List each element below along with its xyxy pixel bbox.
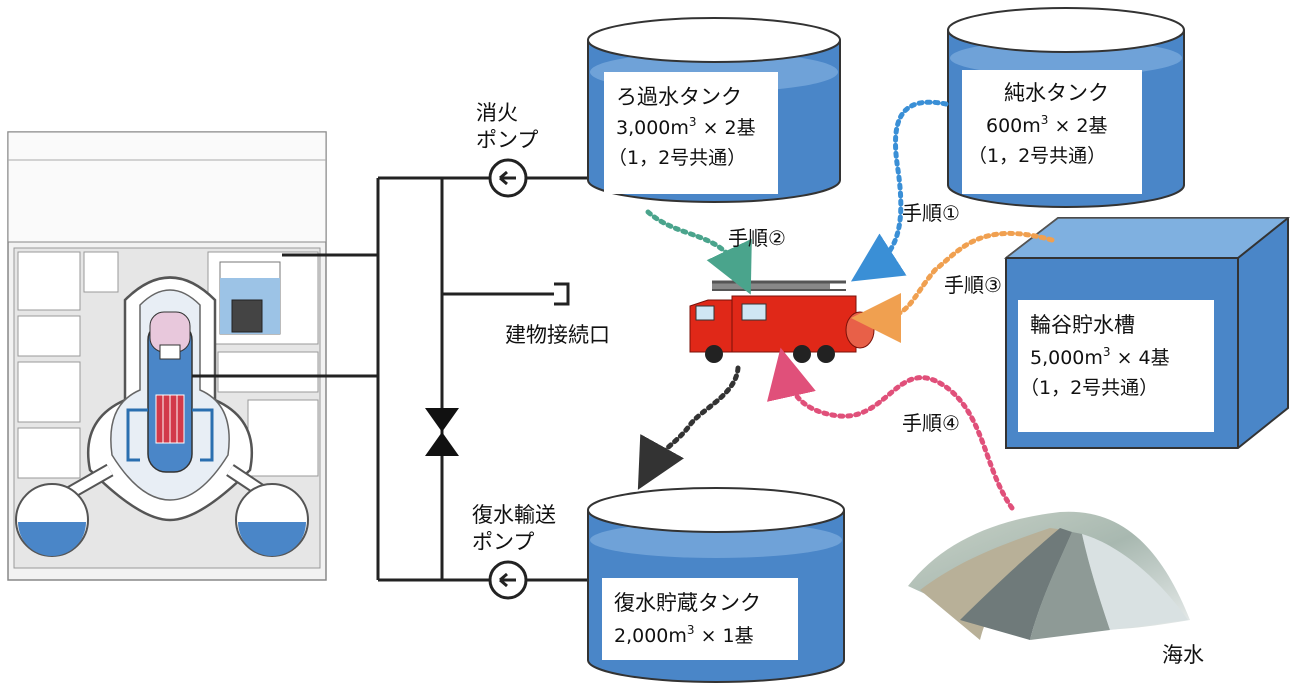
supply-arrow — [637, 365, 741, 490]
step2-label: 手順② — [728, 226, 786, 250]
condensate-tank-capacity: 2,000m3 × 1基 — [614, 623, 754, 647]
condensate-tank-name: 復水貯蔵タンク — [614, 591, 761, 615]
step3-label: 手順③ — [944, 273, 1002, 297]
fire-truck-icon[interactable] — [689, 280, 875, 363]
piping — [192, 176, 598, 582]
reservoir-box — [1003, 217, 1291, 449]
seawater-photo — [908, 511, 1190, 640]
pure-tank-capacity: 600m3 × 2基 — [986, 113, 1108, 137]
reservoir-note: （1，2号共通） — [1020, 377, 1158, 399]
fire-pump-label-line1: 消火 — [476, 101, 518, 125]
condensate-storage-tank — [587, 487, 845, 683]
condensate-pump-label-line1: 復水輸送 — [472, 503, 556, 527]
step4-arrow — [767, 347, 1015, 511]
reactor-building — [7, 131, 327, 581]
fire-pump-label-line2: ポンプ — [476, 128, 538, 152]
filtered-tank-name: ろ過水タンク — [616, 85, 742, 109]
connection-port-icon — [554, 282, 570, 306]
building-connection-label: 建物接続口 — [505, 323, 610, 347]
reservoir-name: 輪谷貯水槽 — [1030, 313, 1135, 337]
pure-water-tank — [947, 7, 1185, 208]
condensate-pump-icon[interactable] — [488, 560, 528, 600]
condensate-pump-label-line2: ポンプ — [472, 530, 534, 554]
filtered-tank-capacity: 3,000m3 × 2基 — [616, 115, 756, 139]
filtered-tank-note: （1，2号共通） — [608, 147, 746, 169]
step2-arrow — [645, 209, 752, 295]
gate-valve-icon[interactable] — [425, 408, 459, 456]
step3-arrow — [851, 230, 1055, 343]
step1-arrow — [850, 99, 949, 282]
reservoir-capacity: 5,000m3 × 4基 — [1030, 345, 1170, 369]
step1-label: 手順① — [902, 201, 960, 225]
pure-tank-name: 純水タンク — [1004, 81, 1109, 105]
step4-label: 手順④ — [902, 411, 960, 435]
seawater-label: 海水 — [1162, 643, 1204, 667]
fire-pump-icon[interactable] — [488, 158, 528, 198]
pure-tank-note: （1，2号共通） — [968, 145, 1106, 167]
filtered-water-tank — [587, 17, 841, 203]
